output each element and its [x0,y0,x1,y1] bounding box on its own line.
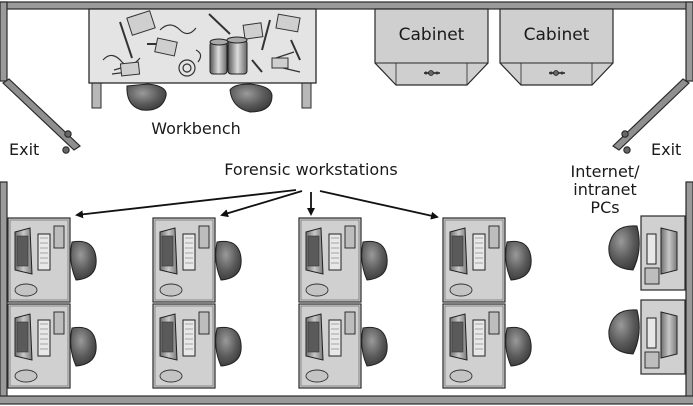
chair [70,326,97,367]
cabinet-left [374,8,489,86]
chair [361,326,388,367]
workstation-cluster-2 [152,217,242,389]
bottom-wall [0,395,693,405]
door-handle [621,130,629,138]
paint-cans [209,36,248,75]
keyboard [328,233,342,271]
forensic-workstations-label: Forensic workstations [224,160,398,179]
door-handle [64,130,72,138]
pc-tower [644,351,660,369]
arrow-to-station-2 [220,190,303,218]
mouse [159,283,183,297]
pc-tower [488,311,500,335]
workstation-upper [7,217,97,303]
pc-tower [644,267,660,285]
workstation-lower [152,303,242,389]
monitor [660,227,678,275]
workstation-upper [152,217,242,303]
internet-pcs-line-3: PCs [590,197,620,217]
chair [608,309,640,355]
left-exit-door [2,78,81,154]
workstation-lower [298,303,388,389]
workbench-leg [91,79,102,109]
chair [361,240,388,281]
pc-tower [198,225,210,249]
keyboard [646,317,657,349]
workbench-leg [301,79,312,109]
arrow-to-station-1 [75,189,297,219]
monitor [660,311,678,359]
keyboard [472,233,486,271]
cabinet-handle [424,70,440,76]
pc-tower [53,225,65,249]
mouse [305,283,329,297]
workstation-cluster-1 [7,217,97,389]
cabinet-right-label: Cabinet [523,25,590,45]
workbench [88,8,317,113]
forensic-workstations [7,217,532,389]
arrow-to-station-4 [319,190,439,220]
cabinet-right [499,8,614,86]
left-exit-label: Exit [9,140,40,159]
pc-tower [198,311,210,335]
mouse [14,283,38,297]
workstation-cluster-4 [442,217,532,389]
top-wall [0,1,693,10]
workbench-chairs [126,83,273,113]
internet-intranet-pcs [608,215,686,375]
chair [70,240,97,281]
workstation-cluster-3 [298,217,388,389]
keyboard [472,319,486,357]
internet-pc-upper [608,215,686,291]
keyboard [328,319,342,357]
left-wall-upper [0,1,8,82]
pc-tower [488,225,500,249]
workstation-lower [442,303,532,389]
pc-tower [344,225,356,249]
workstation-lower [7,303,97,389]
right-exit-label: Exit [651,140,682,159]
workbench-label: Workbench [151,119,241,138]
chair [505,240,532,281]
keyboard [182,233,196,271]
keyboard [182,319,196,357]
chair [215,326,242,367]
mouse [14,369,38,383]
workstation-upper [442,217,532,303]
internet-pcs-line-2: intranet [573,179,637,199]
cabinet-left-label: Cabinet [398,25,465,45]
workstation-arrows [75,189,439,220]
pc-tower [344,311,356,335]
mouse [449,369,473,383]
right-wall-upper [685,1,693,82]
keyboard [646,233,657,265]
mouse [449,283,473,297]
right-wall-lower [685,181,693,401]
keyboard [37,233,51,271]
chair [608,225,640,271]
cabinet-handle [549,70,565,76]
keyboard [37,319,51,357]
chair [505,326,532,367]
internet-intranet-pcs-label: Internet/ intranet PCs [563,163,647,217]
right-exit-door [612,78,690,154]
circuit-boards [119,10,301,77]
pc-tower [53,311,65,335]
workstation-upper [298,217,388,303]
chair [215,240,242,281]
left-wall-lower [0,181,8,401]
mouse [159,369,183,383]
internet-pcs-line-1: Internet/ [570,162,640,181]
internet-pc-lower [608,299,686,375]
mouse [305,369,329,383]
